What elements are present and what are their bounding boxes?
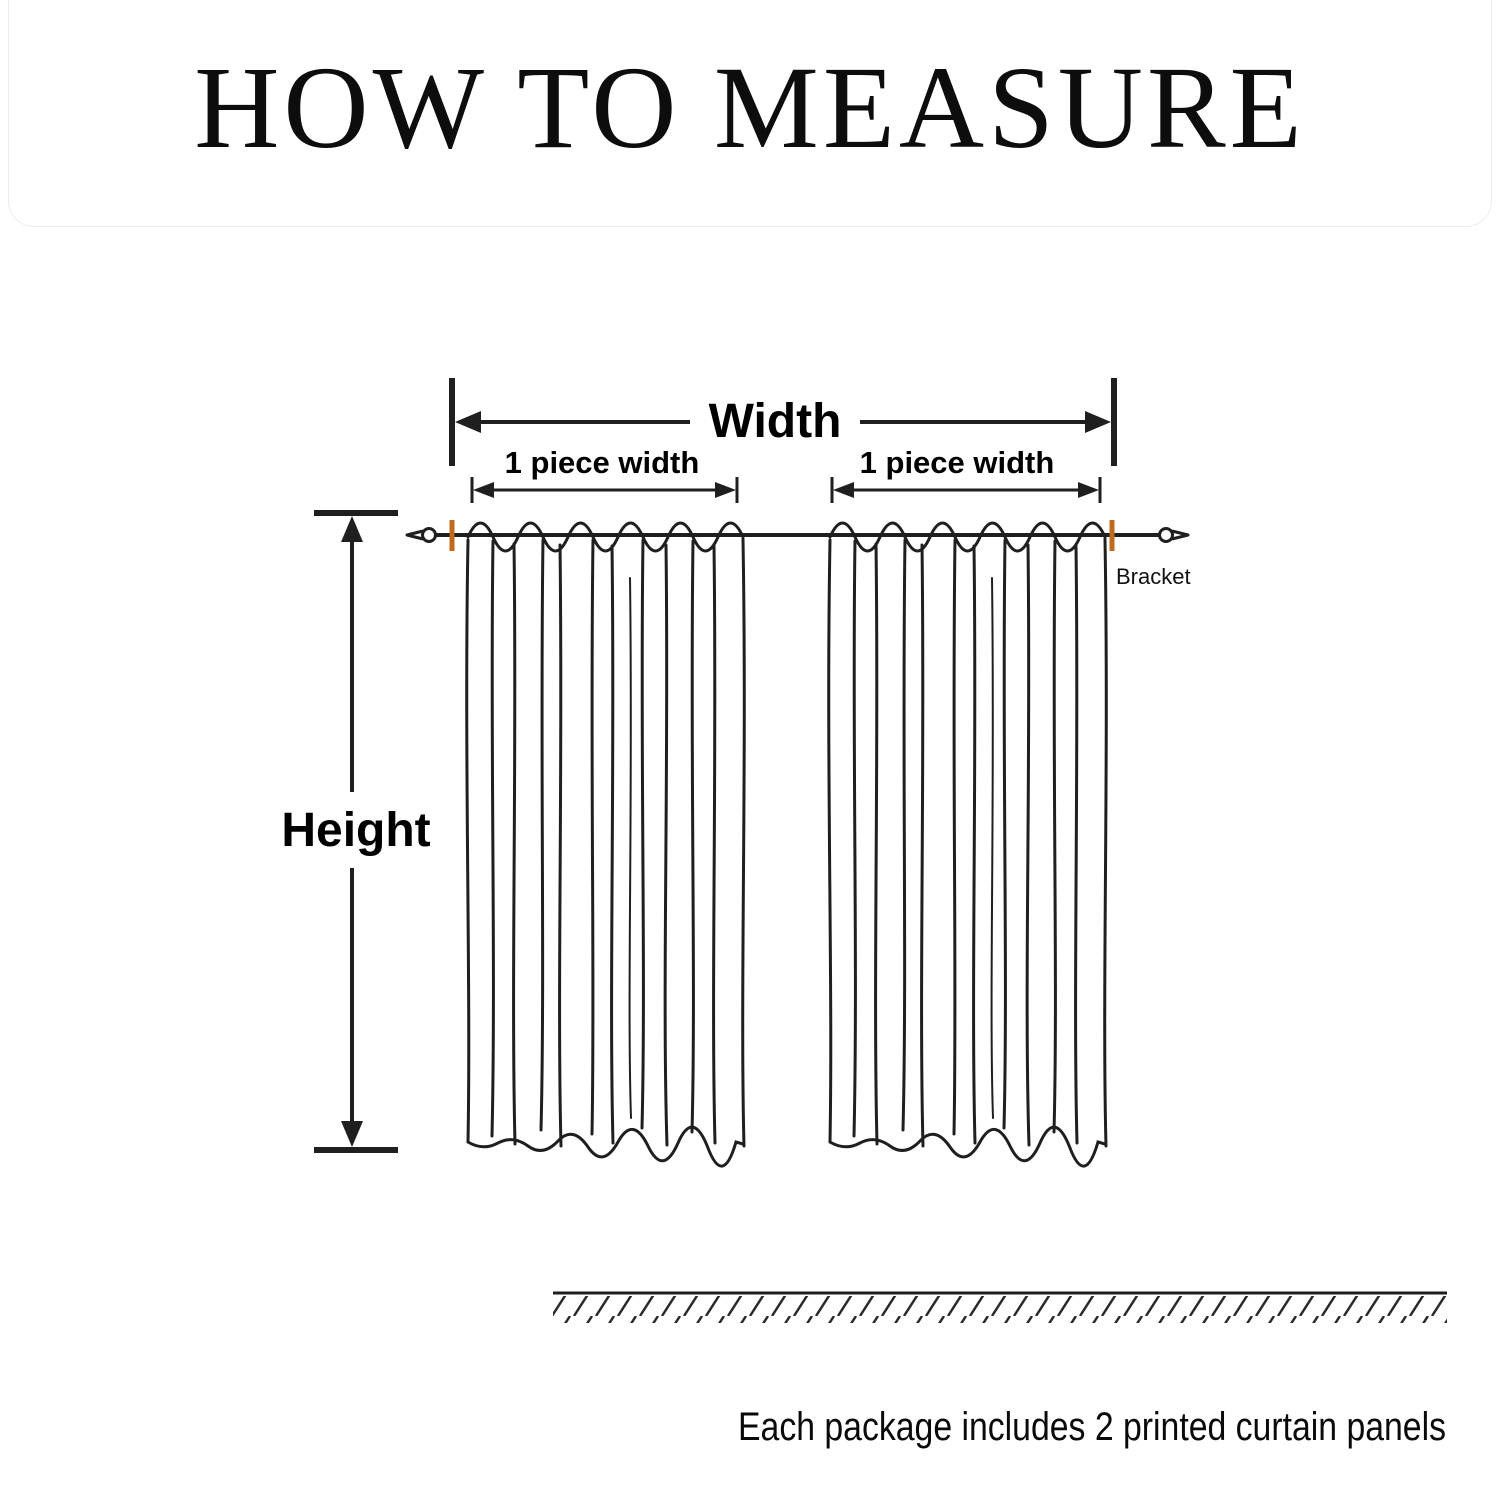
width-label: Width [709, 395, 842, 448]
rod-finial-left [405, 527, 437, 543]
piece-width-arrow-left [470, 477, 739, 503]
page-title: HOW TO MEASURE [194, 42, 1306, 173]
height-label: Height [281, 804, 430, 857]
diagram-linework [314, 378, 1447, 1295]
curtain-panel-right [827, 521, 1108, 1168]
package-caption: Each package includes 2 printed curtain … [738, 1405, 1446, 1449]
ground-hatch [553, 1296, 1447, 1323]
piece-width-label-left: 1 piece width [505, 445, 700, 480]
height-measurement-arrow [314, 510, 398, 1153]
curtain-panel-left [465, 521, 746, 1168]
rod-finial-right [1158, 527, 1190, 543]
width-measurement-arrow [449, 378, 1117, 466]
piece-width-arrow-right [830, 477, 1102, 503]
bracket-label: Bracket [1116, 564, 1191, 589]
piece-width-label-right: 1 piece width [860, 445, 1055, 480]
